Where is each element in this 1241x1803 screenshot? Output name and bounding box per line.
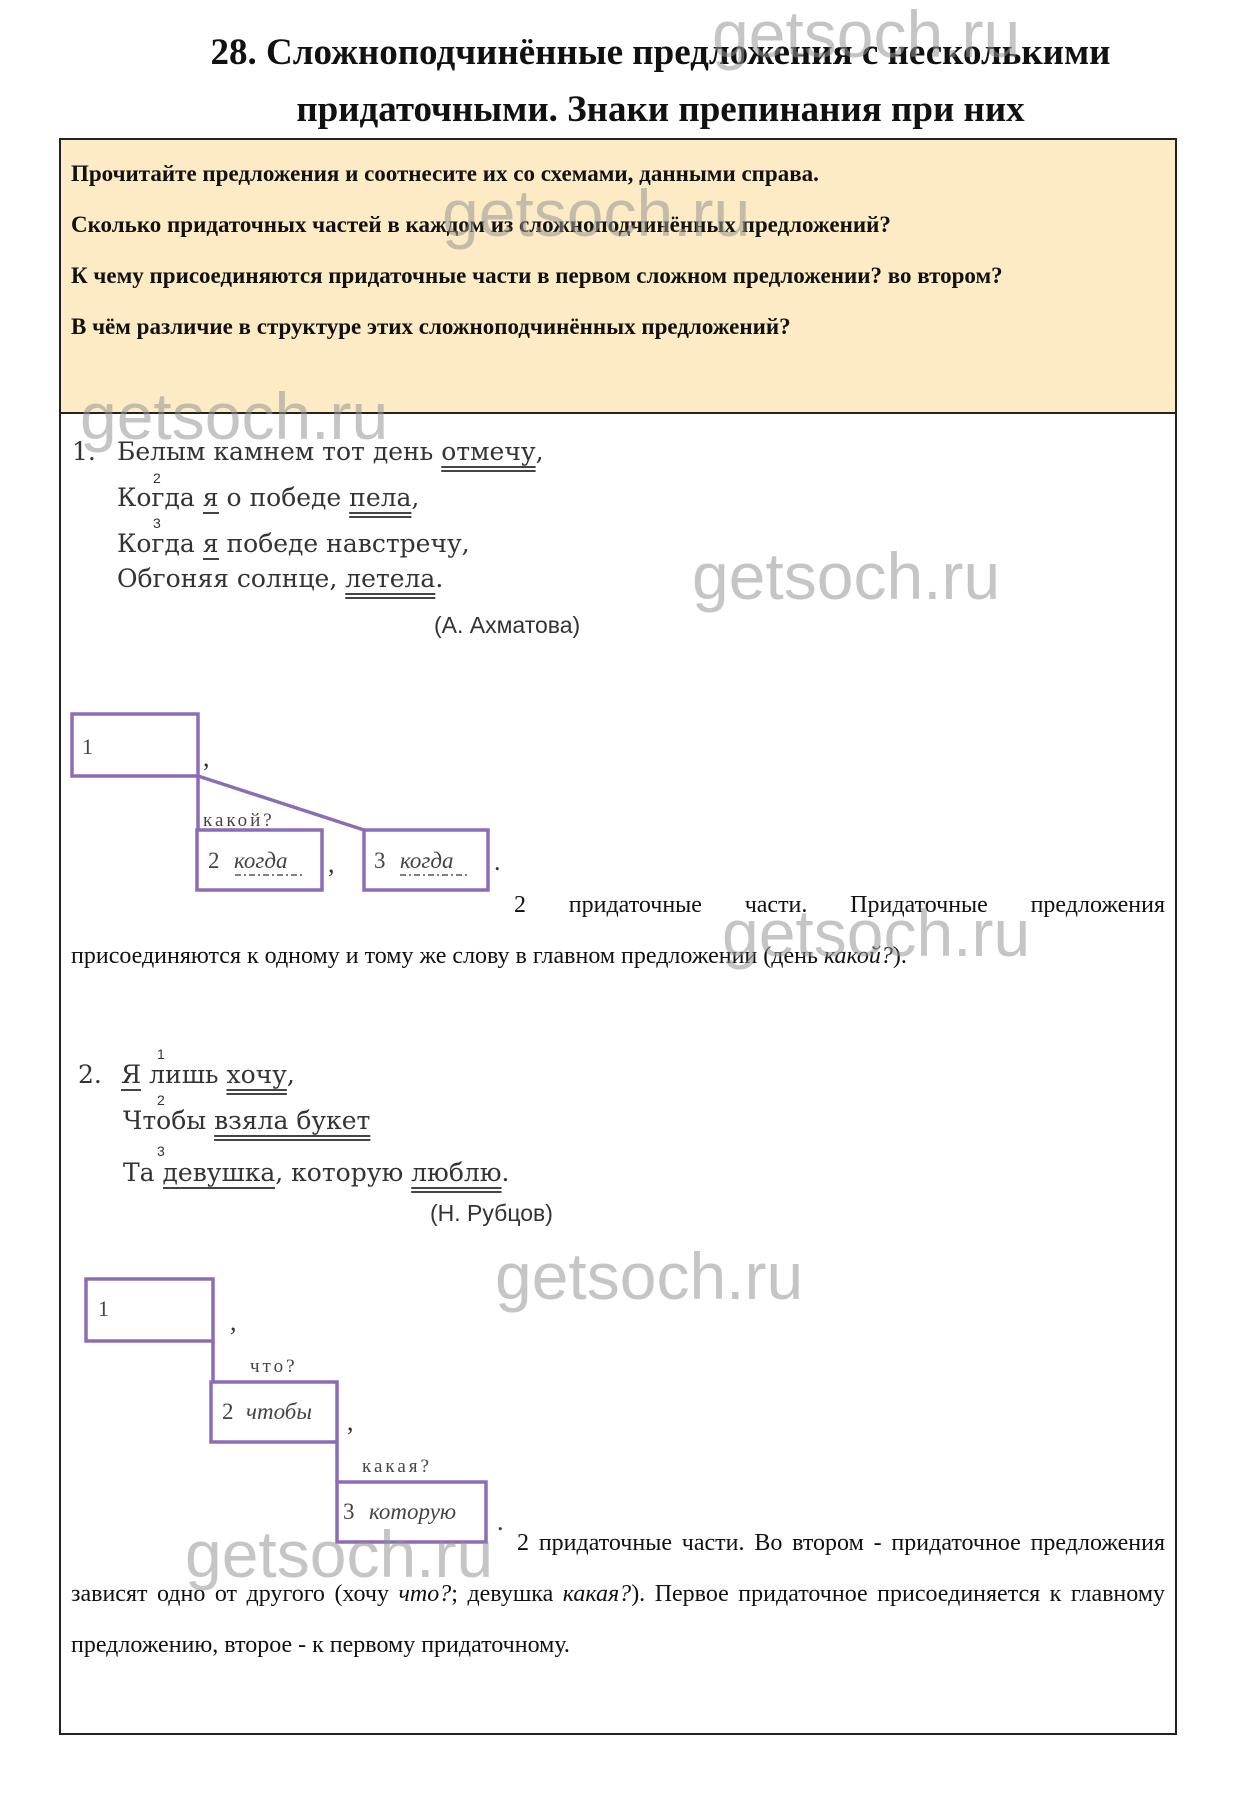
subordinate-box-2 xyxy=(209,1380,339,1444)
poem-line: Обгоняя солнце, летела. xyxy=(117,564,444,593)
poem-author: (Н. Рубцов) xyxy=(430,1200,553,1226)
poem-line: Когда я о победе пела, xyxy=(117,483,420,514)
box-label: 2 xyxy=(208,848,220,873)
clause-mark: 1 xyxy=(157,1046,165,1062)
task-line: В чём различие в структуре этих сложнопо… xyxy=(71,314,791,339)
period: . xyxy=(497,1507,504,1536)
clause-mark: 2 xyxy=(153,470,161,486)
conjunction-label: чтобы xyxy=(246,1399,312,1424)
task-instructions: Прочитайте предложения и соотнесите их с… xyxy=(61,140,1175,414)
question-label: что? xyxy=(250,1356,298,1377)
question-label: какой? xyxy=(203,810,275,831)
period: . xyxy=(494,847,501,876)
comma: , xyxy=(347,1407,354,1436)
box-label: 3 xyxy=(343,1499,355,1524)
title-line-2: придаточными. Знаки препинания при них xyxy=(296,89,1025,130)
conjunction-label: когда xyxy=(400,848,454,873)
task-line: Сколько придаточных частей в каждом из с… xyxy=(71,212,891,237)
subordinate-box-3 xyxy=(335,1480,488,1544)
poem-line: Я лишь хочу, xyxy=(121,1060,295,1091)
conjunction-label: когда xyxy=(234,848,288,873)
title-line-1: 28. Сложноподчинённые предложения с неск… xyxy=(210,32,1111,73)
subordinate-box-3 xyxy=(362,828,490,892)
poem-number: 2. xyxy=(78,1060,102,1089)
page-title: 28. Сложноподчинённые предложения с неск… xyxy=(0,24,1241,138)
poem-line: Чтобы взяла букет xyxy=(123,1106,371,1135)
main-clause-box xyxy=(70,712,200,778)
question-label: какая? xyxy=(362,1456,432,1477)
clause-mark: 2 xyxy=(157,1092,165,1108)
poem-line: Когда я победе навстречу, xyxy=(117,529,470,560)
box-label: 1 xyxy=(98,1296,109,1321)
box-label: 2 xyxy=(222,1399,234,1424)
box-label: 1 xyxy=(82,734,93,759)
task-line: Прочитайте предложения и соотнесите их с… xyxy=(71,161,819,186)
clause-mark: 3 xyxy=(157,1143,165,1159)
comma: , xyxy=(203,743,210,772)
clause-mark: 3 xyxy=(153,515,161,531)
answer-1: 2 придаточные части. Придаточные предлож… xyxy=(71,892,1165,969)
comma: , xyxy=(328,849,335,878)
poem-line: Белым камнем тот день отмечу, xyxy=(117,437,544,466)
conjunction-label: которую xyxy=(369,1499,456,1524)
task-line: К чему присоединяются придаточные части … xyxy=(71,263,1003,288)
poem-number: 1. xyxy=(72,437,96,466)
subordinate-box-2 xyxy=(195,828,324,892)
box-label: 3 xyxy=(374,848,386,873)
poem-author: (А. Ахматова) xyxy=(434,612,581,638)
connector-line xyxy=(197,774,365,832)
content-frame xyxy=(59,138,1177,1735)
poem-line: Та девушка, которую люблю. xyxy=(123,1158,510,1189)
comma: , xyxy=(230,1307,237,1336)
main-clause-box xyxy=(84,1277,215,1343)
answer-2: 2 придаточные части. Во втором - придато… xyxy=(71,1530,1166,1658)
